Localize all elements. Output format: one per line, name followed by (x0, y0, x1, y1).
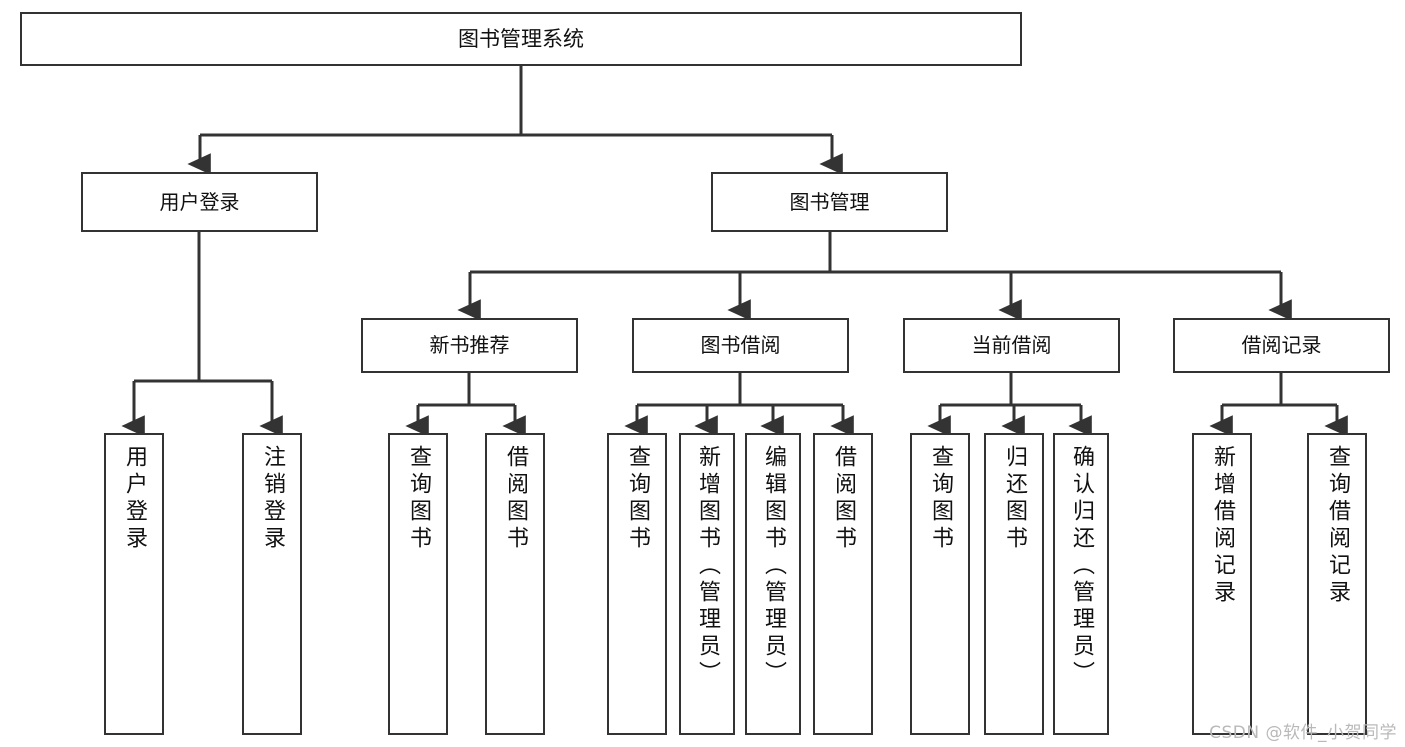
leaf-edit-book[interactable]: 编辑图书（管理员） (745, 433, 801, 735)
leaf-logout-label: 注销登录 (260, 445, 285, 553)
leaf-borrow-book-1-label: 借阅图书 (503, 445, 528, 553)
node-new-book-rec[interactable]: 新书推荐 (361, 318, 578, 373)
leaf-logout[interactable]: 注销登录 (242, 433, 302, 735)
node-root[interactable]: 图书管理系统 (20, 12, 1022, 66)
leaf-user-login[interactable]: 用户登录 (104, 433, 164, 735)
leaf-add-record[interactable]: 新增借阅记录 (1192, 433, 1252, 735)
leaf-add-record-label: 新增借阅记录 (1210, 445, 1235, 607)
leaf-query-record-label: 查询借阅记录 (1325, 445, 1350, 607)
leaf-add-book[interactable]: 新增图书（管理员） (679, 433, 735, 735)
leaf-query-book-1-label: 查询图书 (406, 445, 431, 553)
node-root-label: 图书管理系统 (458, 26, 584, 51)
leaf-borrow-book-2[interactable]: 借阅图书 (813, 433, 873, 735)
leaf-return-book-label: 归还图书 (1002, 445, 1027, 553)
node-user-login[interactable]: 用户登录 (81, 172, 318, 232)
leaf-confirm-return-label: 确认归还（管理员） (1069, 445, 1094, 688)
node-current-borrow[interactable]: 当前借阅 (903, 318, 1120, 373)
node-book-borrow-label: 图书借阅 (700, 333, 781, 357)
node-book-manage[interactable]: 图书管理 (711, 172, 948, 232)
leaf-confirm-return[interactable]: 确认归还（管理员） (1053, 433, 1109, 735)
leaf-borrow-book-1[interactable]: 借阅图书 (485, 433, 545, 735)
leaf-return-book[interactable]: 归还图书 (984, 433, 1044, 735)
node-borrow-record[interactable]: 借阅记录 (1173, 318, 1390, 373)
leaf-borrow-book-2-label: 借阅图书 (831, 445, 856, 553)
node-book-borrow[interactable]: 图书借阅 (632, 318, 849, 373)
leaf-query-book-2-label: 查询图书 (625, 445, 650, 553)
leaf-query-book-2[interactable]: 查询图书 (607, 433, 667, 735)
node-borrow-record-label: 借阅记录 (1241, 333, 1322, 357)
leaf-add-book-label: 新增图书（管理员） (695, 445, 720, 688)
leaf-query-record[interactable]: 查询借阅记录 (1307, 433, 1367, 735)
node-current-borrow-label: 当前借阅 (971, 333, 1052, 357)
node-book-manage-label: 图书管理 (789, 189, 870, 214)
node-user-login-label: 用户登录 (159, 189, 240, 214)
leaf-user-login-label: 用户登录 (122, 445, 147, 553)
node-new-book-rec-label: 新书推荐 (429, 333, 510, 357)
leaf-query-book-1[interactable]: 查询图书 (388, 433, 448, 735)
leaf-query-book-3[interactable]: 查询图书 (910, 433, 970, 735)
leaf-query-book-3-label: 查询图书 (928, 445, 953, 553)
leaf-edit-book-label: 编辑图书（管理员） (761, 445, 786, 688)
